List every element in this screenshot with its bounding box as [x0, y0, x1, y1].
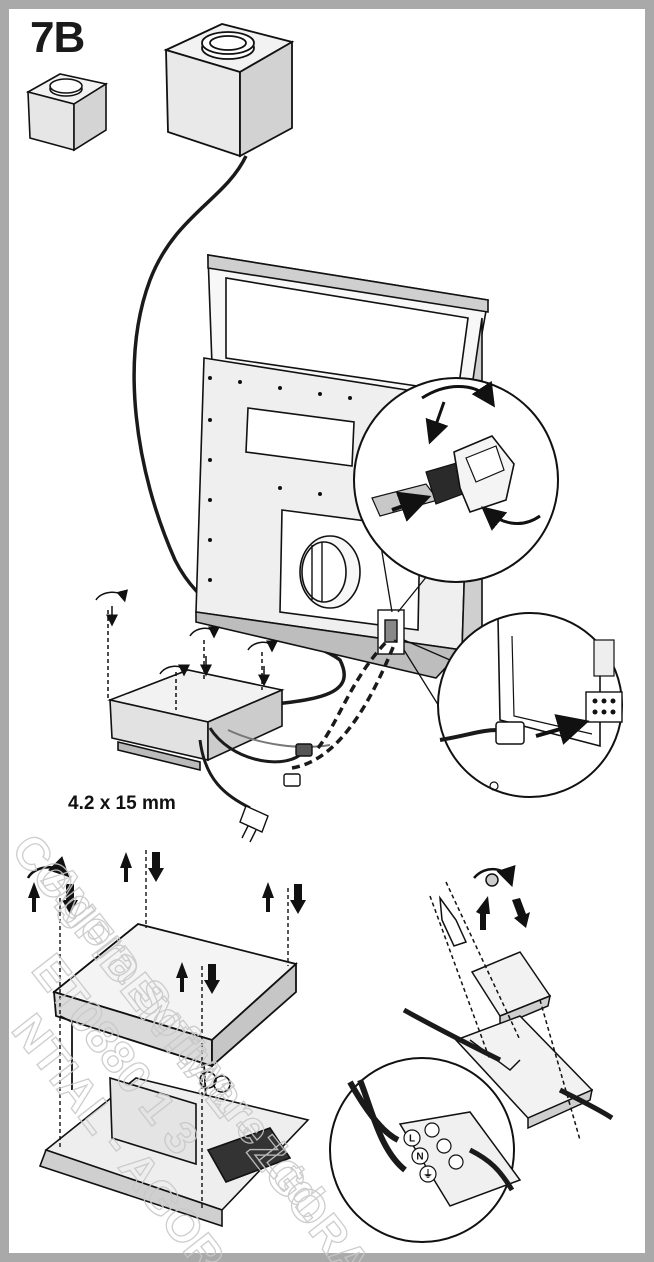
- terminal-block-assembly: [429, 864, 594, 1141]
- motor-box-small: [25, 73, 109, 152]
- motor-cable: [132, 155, 346, 707]
- control-box-cables: [198, 638, 398, 810]
- upper-box-screws: [95, 589, 278, 710]
- control-box-base: [38, 1071, 310, 1228]
- motor-box-large: [163, 23, 295, 158]
- terminal-label-live: L: [409, 1134, 415, 1145]
- terminal-arrows: [476, 896, 530, 930]
- terminal-cable: [402, 1007, 614, 1121]
- terminal-label-earth: ⏚: [423, 1169, 433, 1181]
- zoom-circle-connector: [353, 377, 559, 583]
- screw-spec-label: 4.2 x 15 mm: [68, 793, 176, 814]
- step-label: 7B: [30, 13, 85, 62]
- zoom-leader-lines: [379, 539, 461, 741]
- control-box-upper: [107, 669, 285, 772]
- up-down-arrows: [28, 852, 306, 994]
- zoom-circle-terminals: [329, 1057, 522, 1243]
- terminal-label-neutral: N: [416, 1152, 423, 1163]
- cover-screws: [26, 850, 289, 1210]
- terminal-labels: L N ⏚: [409, 1134, 433, 1181]
- zoom-circle-plug: [437, 612, 623, 798]
- control-box-cover: [52, 923, 298, 1101]
- plug-connectors: [283, 743, 313, 787]
- mains-plug-icon: [239, 805, 269, 843]
